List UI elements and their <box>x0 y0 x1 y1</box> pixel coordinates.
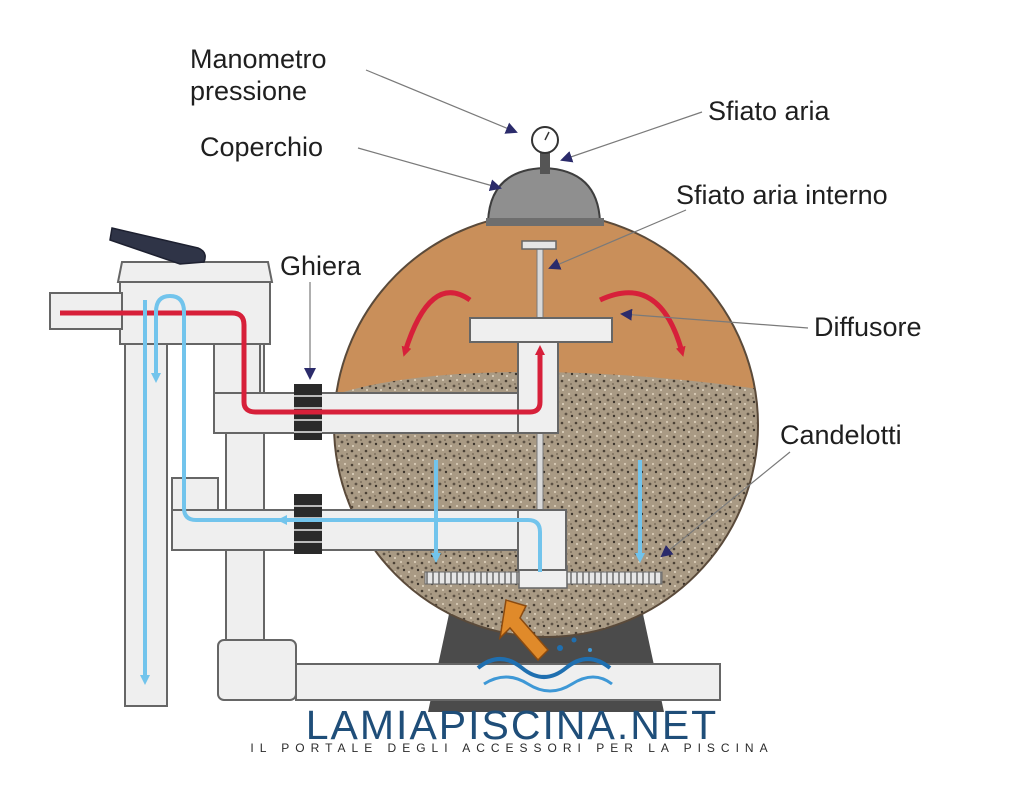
diffuser <box>469 317 613 343</box>
leader-manometer <box>365 69 518 134</box>
label-laterals: Candelotti <box>780 420 902 450</box>
label-internal-vent: Sfiato aria interno <box>676 180 888 210</box>
multiport-valve <box>49 261 274 345</box>
flow-arrow-sand-right <box>598 290 686 357</box>
flow-arrow-sand-left <box>401 290 472 357</box>
label-diffuser: Diffusore <box>814 312 922 342</box>
brand-tagline: IL PORTALE DEGLI ACCESSORI PER LA PISCIN… <box>250 741 774 755</box>
valve-handle <box>109 227 206 265</box>
label-manometer-line1: Manometro <box>190 44 327 74</box>
flow-arrow-outflow <box>151 293 542 572</box>
leader-laterals <box>660 451 791 558</box>
label-ring-nut: Ghiera <box>280 251 362 281</box>
pipe-bottom-horizontal <box>295 663 721 701</box>
lateral-left <box>424 571 522 585</box>
leader-lid <box>357 147 502 192</box>
label-air-vent: Sfiato aria <box>708 96 830 126</box>
ring-nut-bottom <box>294 494 322 554</box>
label-manometer-line2: pressione <box>190 76 308 106</box>
label-lid: Coperchio <box>200 132 324 162</box>
pipe-outlet-horizontal <box>171 509 539 551</box>
leader-internal-vent <box>548 209 687 270</box>
brand-name: LAMIAPISCINA.NET <box>305 702 719 748</box>
leader-air-vent <box>560 111 703 163</box>
leader-diffuser <box>620 308 809 329</box>
manometer-gauge <box>531 126 559 154</box>
lid-dome <box>486 150 604 226</box>
brand-logo-icon <box>476 599 613 693</box>
lateral-right <box>565 571 663 585</box>
flow-arrow-inflow <box>60 310 545 415</box>
